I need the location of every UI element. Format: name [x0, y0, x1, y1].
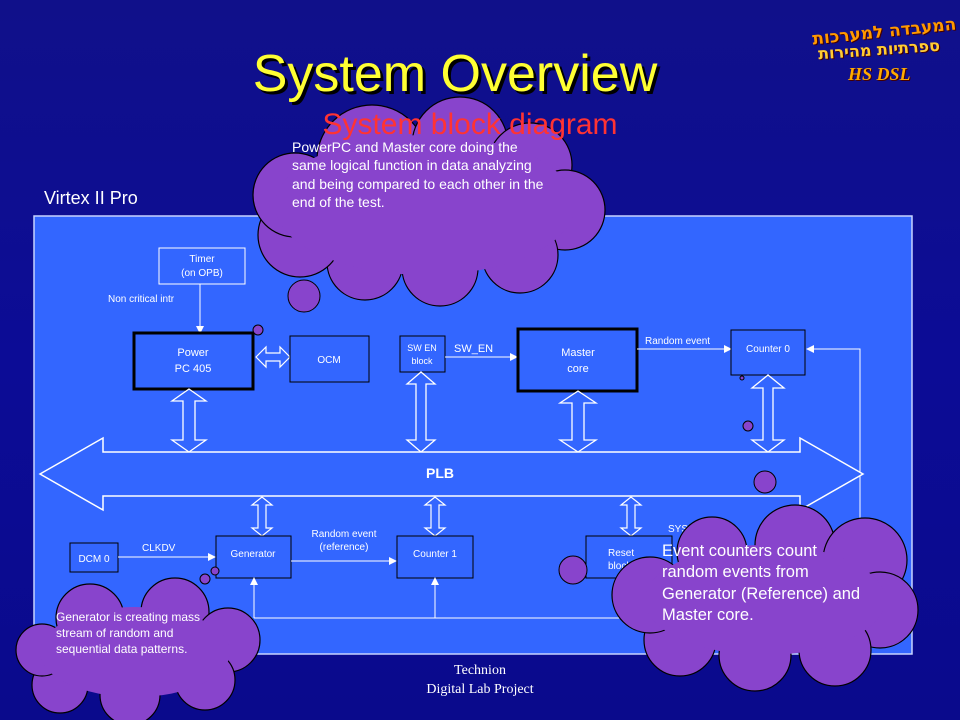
sw-en-block-label-2: block	[411, 356, 433, 366]
dcm0-label: DCM 0	[78, 554, 110, 565]
powerpc-block: Power PC 405	[132, 331, 255, 391]
sw-en-arrowhead	[510, 353, 518, 361]
random-event-ref-arrowhead	[389, 557, 397, 565]
page-title: System Overview	[252, 45, 658, 103]
page-subtitle: System block diagram	[322, 108, 618, 141]
master-core-label-1: Master	[561, 347, 595, 359]
non-critical-intr-label: Non critical intr	[108, 294, 175, 305]
counter0-label: Counter 0	[746, 344, 790, 355]
cloud-right	[611, 504, 919, 692]
random-event-arrowhead	[724, 345, 732, 353]
clkdv-label: CLKDV	[142, 543, 176, 554]
powerpc-label-2: PC 405	[175, 363, 212, 375]
random-event-ref-label-2: (reference)	[320, 542, 369, 553]
cloud-right-text: Event counters count random events from …	[662, 542, 861, 625]
sw-en-block-label-1: SW EN	[407, 343, 437, 353]
counter1-block: Counter 1	[396, 535, 474, 579]
clkdv-arrowhead	[208, 553, 216, 561]
ocm-label: OCM	[317, 355, 340, 366]
ocm-block: OCM	[289, 335, 370, 383]
counter0-feedback-arrowhead	[806, 345, 814, 353]
master-core-label-2: core	[567, 363, 588, 375]
powerpc-label-1: Power	[177, 347, 209, 359]
cloud-top	[252, 96, 606, 307]
plb-bus: PLB	[38, 436, 865, 512]
cloud-top-text: PowerPC and Master core doing the same l…	[292, 139, 544, 211]
sw-en-label: SW_EN	[454, 343, 493, 355]
reset-to-counter1-arrowhead	[431, 577, 439, 585]
reset-block-label-2: block	[608, 561, 632, 572]
random-event-label: Random event	[645, 336, 710, 347]
reset-to-generator-arrowhead	[250, 577, 258, 585]
footer-line-2: Digital Lab Project	[426, 682, 534, 697]
cloud-left	[15, 577, 261, 720]
footer-line-1: Technion	[454, 663, 506, 678]
cloud-left-text: Generator is creating mass stream of ran…	[56, 610, 201, 656]
lab-logo-line-3: HS DSL	[848, 64, 911, 84]
timer-label-1: Timer	[189, 254, 215, 265]
counter1-label: Counter 1	[413, 549, 457, 560]
random-event-ref-label-1: Random event	[311, 529, 376, 540]
timer-label-2: (on OPB)	[181, 268, 223, 279]
master-core-block: Master core	[516, 327, 639, 393]
virtex-label: Virtex II Pro	[44, 188, 138, 208]
generator-label: Generator	[230, 549, 276, 560]
sw-en-block: SW EN block	[399, 335, 446, 373]
reset-block-label-1: Reset	[608, 548, 634, 559]
generator-block: Generator	[215, 535, 292, 579]
timer-intr-arrowhead	[196, 326, 204, 334]
plb-label: PLB	[426, 465, 454, 481]
dcm0-block: DCM 0	[69, 542, 119, 573]
timer-block: Timer (on OPB)	[158, 247, 246, 285]
counter0-block: Counter 0	[730, 329, 806, 376]
